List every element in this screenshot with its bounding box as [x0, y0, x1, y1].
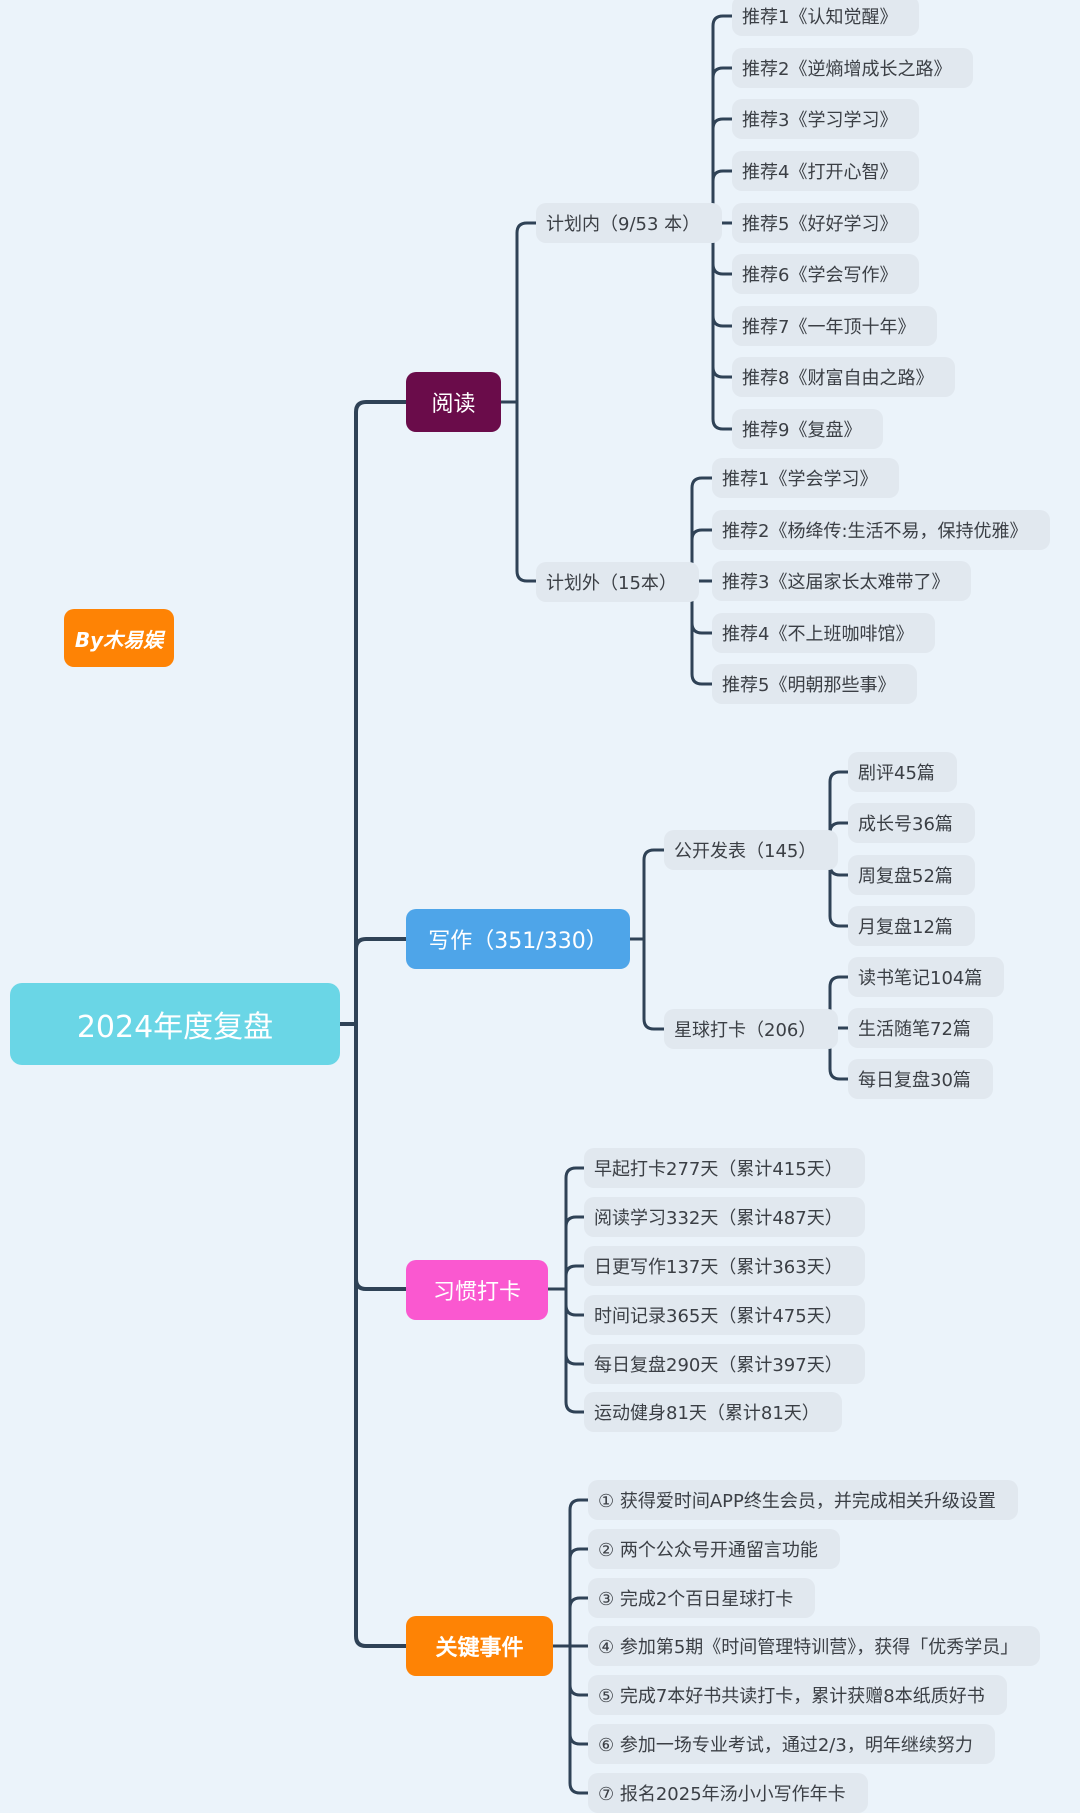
habits-branch	[564, 1215, 586, 1291]
spine-branch	[354, 400, 408, 1026]
habit-item[interactable]: 日更写作137天（累计363天）	[584, 1246, 865, 1286]
spine-branch	[354, 1022, 408, 1648]
spine-branch	[354, 1022, 408, 1291]
event-item[interactable]: ④ 参加第5期《时间管理特训营》，获得「优秀学员」	[588, 1626, 1041, 1666]
book-unplanned-item[interactable]: 推荐4《不上班咖啡馆》	[712, 613, 936, 653]
habits-branch	[564, 1287, 586, 1414]
branch-writing[interactable]: 写作（351/330）	[406, 909, 630, 969]
planned-branch	[711, 14, 734, 225]
events-branch	[568, 1644, 590, 1697]
habit-item[interactable]: 运动健身81天（累计81天）	[584, 1392, 842, 1432]
reading-branch	[515, 221, 538, 404]
book-unplanned-item[interactable]: 推荐3《这届家长太难带了》	[712, 561, 972, 601]
published-branch	[828, 848, 850, 928]
author-tag: By木易娱	[64, 609, 174, 667]
writing-published-item[interactable]: 周复盘52篇	[848, 855, 975, 895]
planned-branch	[711, 117, 734, 225]
unplanned-branch	[690, 579, 714, 686]
planned-branch	[711, 221, 734, 431]
branch-reading[interactable]: 阅读	[406, 372, 501, 432]
planet-branch	[828, 1027, 850, 1081]
habit-item[interactable]: 阅读学习332天（累计487天）	[584, 1197, 865, 1237]
root-node[interactable]: 2024年度复盘	[10, 983, 340, 1065]
reading-planned[interactable]: 计划内（9/53 本）	[536, 203, 723, 243]
book-unplanned-item[interactable]: 推荐5《明朝那些事》	[712, 664, 918, 704]
event-item[interactable]: ⑥ 参加一场专业考试，通过2/3，明年继续努力	[588, 1724, 995, 1764]
events-branch	[568, 1547, 590, 1648]
unplanned-branch	[690, 476, 714, 583]
writing-planet-item[interactable]: 每日复盘30篇	[848, 1059, 993, 1099]
book-planned-item[interactable]: 推荐9《复盘》	[732, 409, 884, 449]
book-planned-item[interactable]: 推荐5《好好学习》	[732, 203, 920, 243]
branch-habits[interactable]: 习惯打卡	[406, 1260, 548, 1320]
reading-unplanned[interactable]: 计划外（15本）	[536, 562, 699, 602]
book-planned-item[interactable]: 推荐8《财富自由之路》	[732, 357, 956, 397]
spine-branch	[354, 937, 408, 1026]
book-planned-item[interactable]: 推荐4《打开心智》	[732, 151, 920, 191]
planet-branch	[828, 975, 850, 1031]
book-planned-item[interactable]: 推荐6《学会写作》	[732, 254, 920, 294]
habit-item[interactable]: 时间记录365天（累计475天）	[584, 1295, 865, 1335]
event-item[interactable]: ③ 完成2个百日星球打卡	[588, 1578, 816, 1618]
habits-branch	[564, 1264, 586, 1291]
event-item[interactable]: ⑤ 完成7本好书共读打卡，累计获赠8本纸质好书	[588, 1675, 1007, 1715]
habits-branch	[564, 1287, 586, 1366]
habit-item[interactable]: 早起打卡277天（累计415天）	[584, 1148, 865, 1188]
events-branch	[568, 1498, 590, 1648]
habits-branch	[564, 1287, 586, 1317]
writing-branch	[642, 848, 666, 941]
planned-branch	[711, 66, 734, 225]
event-item[interactable]: ① 获得爱时间APP终生会员，并完成相关升级设置	[588, 1480, 1018, 1520]
planned-branch	[711, 169, 734, 225]
branch-events[interactable]: 关键事件	[406, 1616, 553, 1676]
writing-planet-item[interactable]: 读书笔记104篇	[848, 957, 1005, 997]
writing-planet-item[interactable]: 生活随笔72篇	[848, 1008, 993, 1048]
unplanned-branch	[690, 528, 714, 583]
book-planned-item[interactable]: 推荐3《学习学习》	[732, 99, 920, 139]
book-planned-item[interactable]: 推荐2《逆熵增成长之路》	[732, 48, 974, 88]
writing-planet[interactable]: 星球打卡（206）	[664, 1009, 839, 1049]
events-branch	[568, 1644, 590, 1795]
published-branch	[828, 770, 850, 852]
writing-published-item[interactable]: 剧评45篇	[848, 752, 957, 792]
habit-item[interactable]: 每日复盘290天（累计397天）	[584, 1344, 865, 1384]
book-planned-item[interactable]: 推荐7《一年顶十年》	[732, 306, 938, 346]
reading-branch	[515, 400, 538, 583]
writing-published-item[interactable]: 成长号36篇	[848, 803, 975, 843]
book-unplanned-item[interactable]: 推荐1《学会学习》	[712, 458, 900, 498]
book-planned-item[interactable]: 推荐1《认知觉醒》	[732, 0, 920, 36]
event-item[interactable]: ② 两个公众号开通留言功能	[588, 1529, 840, 1569]
writing-branch	[642, 937, 666, 1031]
events-branch	[568, 1596, 590, 1648]
writing-published[interactable]: 公开发表（145）	[664, 830, 839, 870]
event-item[interactable]: ⑦ 报名2025年汤小小写作年卡	[588, 1773, 868, 1813]
habits-branch	[564, 1166, 586, 1291]
book-unplanned-item[interactable]: 推荐2《杨绛传:生活不易，保持优雅》	[712, 510, 1050, 550]
planned-branch	[711, 221, 734, 379]
writing-published-item[interactable]: 月复盘12篇	[848, 906, 975, 946]
